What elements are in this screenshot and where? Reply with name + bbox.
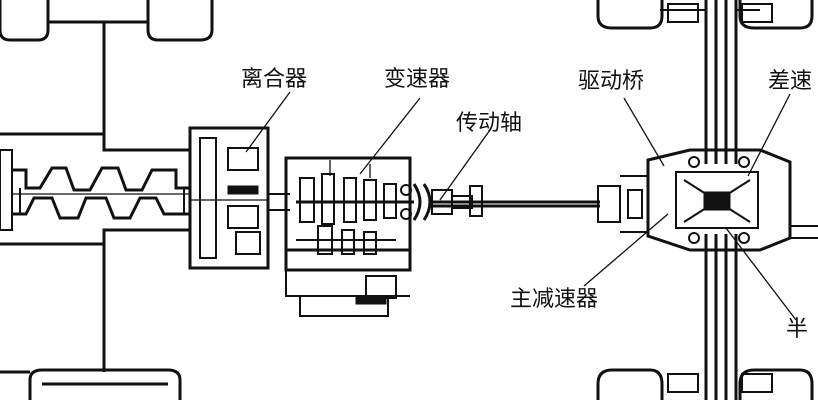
leader-lines bbox=[245, 91, 797, 321]
right-edge-extension bbox=[790, 225, 818, 239]
final-drive-gear-case bbox=[646, 148, 792, 252]
rear-right-wheel-top bbox=[596, 0, 814, 30]
label-gearbox: 变速器 bbox=[384, 67, 450, 92]
label-driveshaft: 传动轴 bbox=[456, 111, 522, 136]
clutch-assembly bbox=[188, 126, 290, 270]
front-left-wheel-top bbox=[0, 0, 214, 42]
label-clutch: 离合器 bbox=[241, 67, 307, 92]
universal-joint-rear bbox=[597, 175, 649, 233]
front-left-wheel-bottom bbox=[0, 368, 182, 400]
label-drive-axle: 驱动桥 bbox=[578, 69, 644, 94]
label-half-shaft: 半 bbox=[786, 317, 808, 342]
label-final-drive: 主减速器 bbox=[510, 287, 598, 312]
engine-block bbox=[0, 132, 190, 246]
label-differential: 差速 bbox=[768, 69, 812, 94]
gearbox-assembly bbox=[284, 156, 414, 317]
rear-axle-housing bbox=[704, 0, 738, 400]
rear-right-wheel-bottom bbox=[596, 368, 814, 400]
driveshaft bbox=[412, 183, 600, 221]
